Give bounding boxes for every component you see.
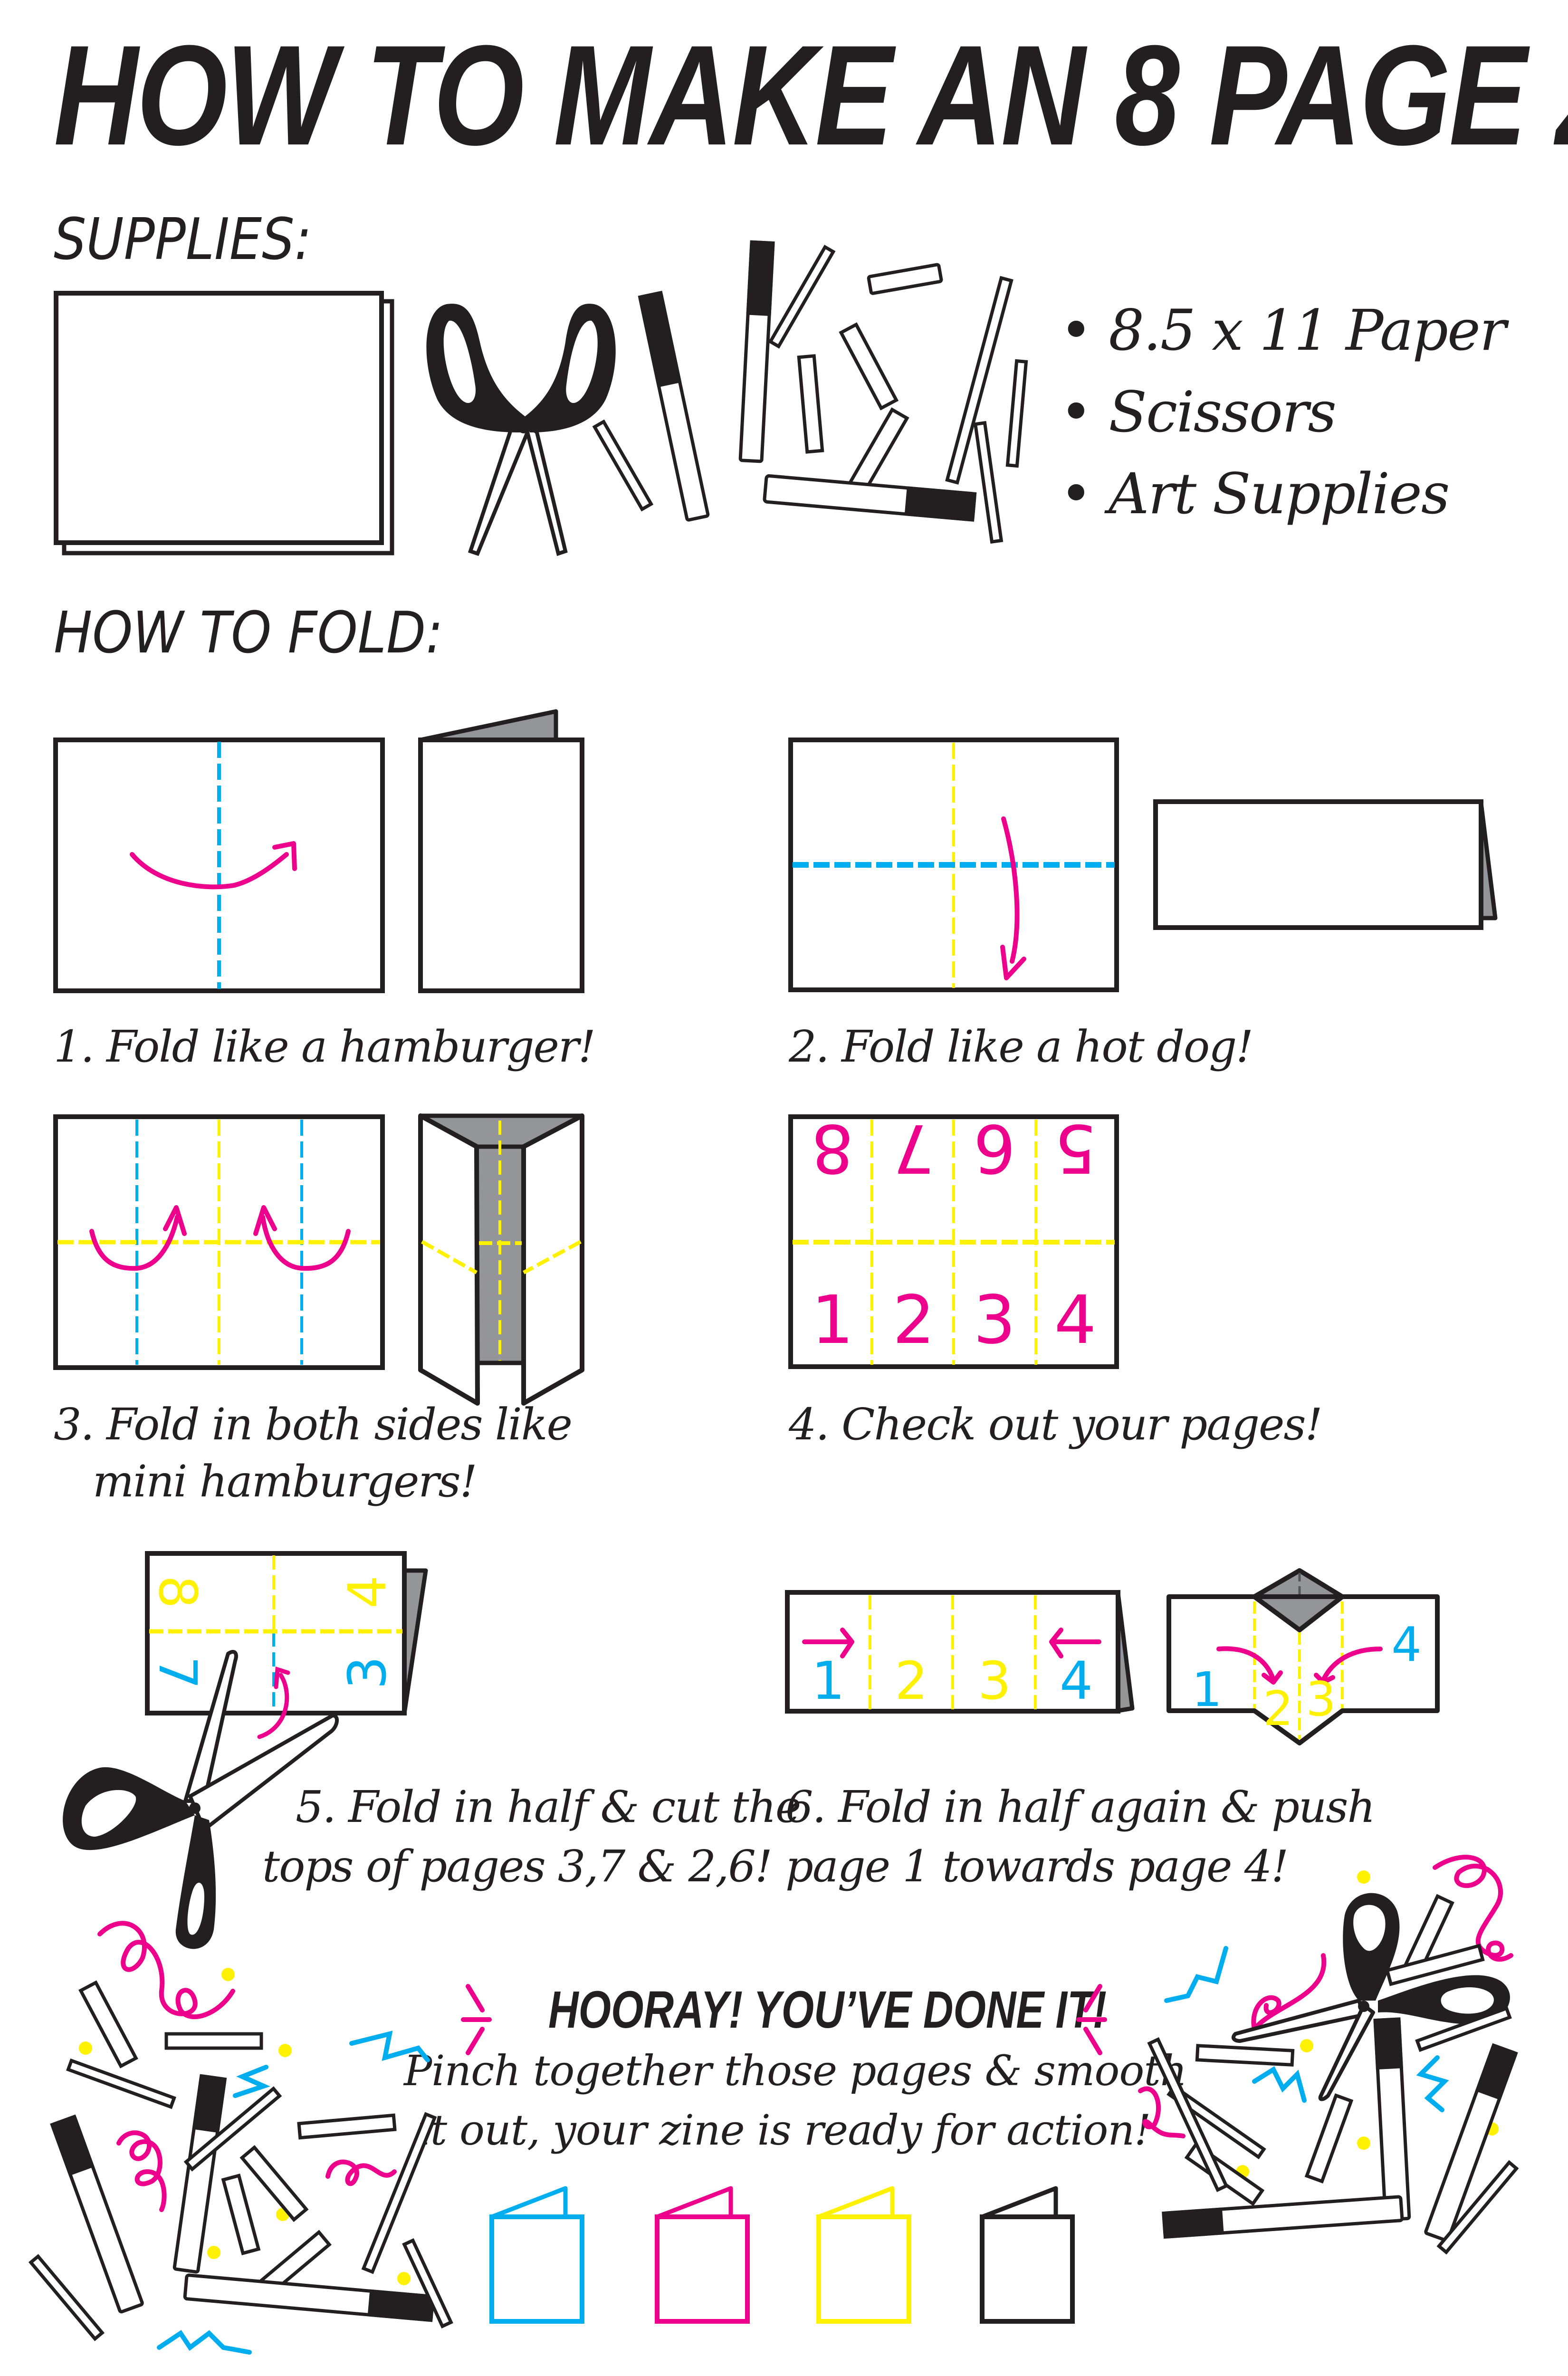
scissors-icon bbox=[426, 304, 616, 556]
zine-yellow-icon bbox=[816, 2186, 911, 2324]
page-number-8: 8 bbox=[811, 1109, 853, 1187]
arrow-icon bbox=[272, 841, 297, 871]
arrow-icon bbox=[163, 1205, 187, 1236]
curved-arrow-icon bbox=[1216, 1646, 1283, 1685]
finale-line-2: it out, your zine is ready for action! bbox=[417, 2106, 1151, 2155]
zine-black-icon bbox=[980, 2186, 1075, 2324]
burst-right-icon bbox=[1076, 1984, 1107, 2055]
page-number-1: 1 bbox=[1192, 1662, 1222, 1717]
paper-stack-icon bbox=[54, 291, 394, 556]
sheet-hotdog-fold-diagram bbox=[788, 738, 1119, 992]
finale-line-1: Pinch together those pages & smooth bbox=[404, 2046, 1187, 2095]
page-number-4: 4 bbox=[1060, 1650, 1093, 1711]
page-number-3: 3 bbox=[978, 1650, 1011, 1711]
scissors-cutting-icon bbox=[63, 1650, 339, 1949]
supply-scissors: • Scissors bbox=[1060, 379, 1337, 445]
hooray-headline: HOORAY! YOU’VE DONE IT! bbox=[548, 1981, 1107, 2039]
page-title: HOW TO MAKE AN 8 PAGE ZINE! bbox=[54, 15, 1568, 175]
sheet-side-folds-diagram bbox=[53, 1114, 385, 1370]
supply-art: • Art Supplies bbox=[1060, 461, 1450, 527]
step-6-caption-line2: page 1 towards page 4! bbox=[785, 1841, 1289, 1892]
arrow-right-icon bbox=[802, 1628, 854, 1658]
page-number-1: 1 bbox=[811, 1282, 853, 1359]
half-fold-cut-diagram: 8 4 7 3 bbox=[145, 1551, 428, 1739]
supplies-heading: SUPPLIES: bbox=[54, 207, 312, 273]
step-2-caption: 2. Fold like a hot dog! bbox=[789, 1021, 1253, 1072]
supply-paper: • 8.5 x 11 Paper bbox=[1060, 297, 1506, 363]
curved-arrow-icon bbox=[1314, 1647, 1383, 1685]
page-number-1: 1 bbox=[812, 1650, 845, 1711]
pushed-strip-diagram: 1 2 3 4 bbox=[1166, 1568, 1440, 1745]
folded-sheet-diagram bbox=[1153, 799, 1498, 930]
confetti-art-supplies-left-decoration bbox=[28, 1921, 453, 2355]
step-5-caption-line2: tops of pages 3,7 & 2,6! bbox=[262, 1841, 773, 1892]
page-number-4: 4 bbox=[1391, 1617, 1422, 1672]
burst-left-icon bbox=[461, 1984, 492, 2055]
step-6-caption-line1: 6. Fold in half again & push bbox=[785, 1782, 1376, 1832]
page-number-2: 2 bbox=[895, 1650, 928, 1711]
sheet-hamburger-fold-diagram bbox=[53, 738, 385, 993]
step-4-caption: 4. Check out your pages! bbox=[789, 1399, 1323, 1450]
confetti-art-supplies-right-decoration bbox=[1138, 1855, 1519, 2255]
page-number-5: 5 bbox=[1054, 1109, 1096, 1187]
gate-fold-diagram bbox=[418, 1113, 584, 1406]
page-number-2: 2 bbox=[892, 1282, 935, 1359]
page-number-6: 6 bbox=[973, 1109, 1015, 1187]
page-number-3: 3 bbox=[337, 1656, 398, 1689]
step-3-caption-line2: mini hamburgers! bbox=[93, 1456, 478, 1507]
step-3-caption-line1: 3. Fold in both sides like bbox=[54, 1399, 573, 1450]
page-number-3: 3 bbox=[973, 1282, 1015, 1359]
arrow-left-icon bbox=[1049, 1628, 1101, 1658]
step-1-caption: 1. Fold like a hamburger! bbox=[54, 1021, 596, 1072]
folded-sheet-diagram bbox=[418, 709, 584, 993]
folded-strip-diagram: 1 2 3 4 bbox=[785, 1590, 1135, 1714]
arrow-icon bbox=[1000, 945, 1026, 980]
page-number-4: 4 bbox=[337, 1575, 398, 1609]
arrow-icon bbox=[274, 1666, 290, 1689]
arrow-icon bbox=[253, 1205, 277, 1236]
page-number-2: 2 bbox=[1263, 1681, 1293, 1736]
page-number-3: 3 bbox=[1306, 1671, 1336, 1727]
zine-cyan-icon bbox=[489, 2186, 584, 2324]
page-number-8: 8 bbox=[147, 1575, 208, 1609]
page-number-7: 7 bbox=[147, 1656, 208, 1689]
supplies-list: • 8.5 x 11 Paper • Scissors • Art Suppli… bbox=[1060, 295, 1506, 529]
page-layout-grid: 8 7 6 5 1 2 3 4 bbox=[788, 1109, 1119, 1369]
zine-magenta-icon bbox=[655, 2186, 750, 2324]
page-number-4: 4 bbox=[1054, 1282, 1096, 1359]
page-number-7: 7 bbox=[892, 1109, 935, 1187]
step-5-caption-line1: 5. Fold in half & cut the bbox=[296, 1782, 801, 1832]
markers-crayons-pencils-icon bbox=[592, 240, 1028, 544]
how-to-fold-heading: HOW TO FOLD: bbox=[54, 600, 443, 666]
